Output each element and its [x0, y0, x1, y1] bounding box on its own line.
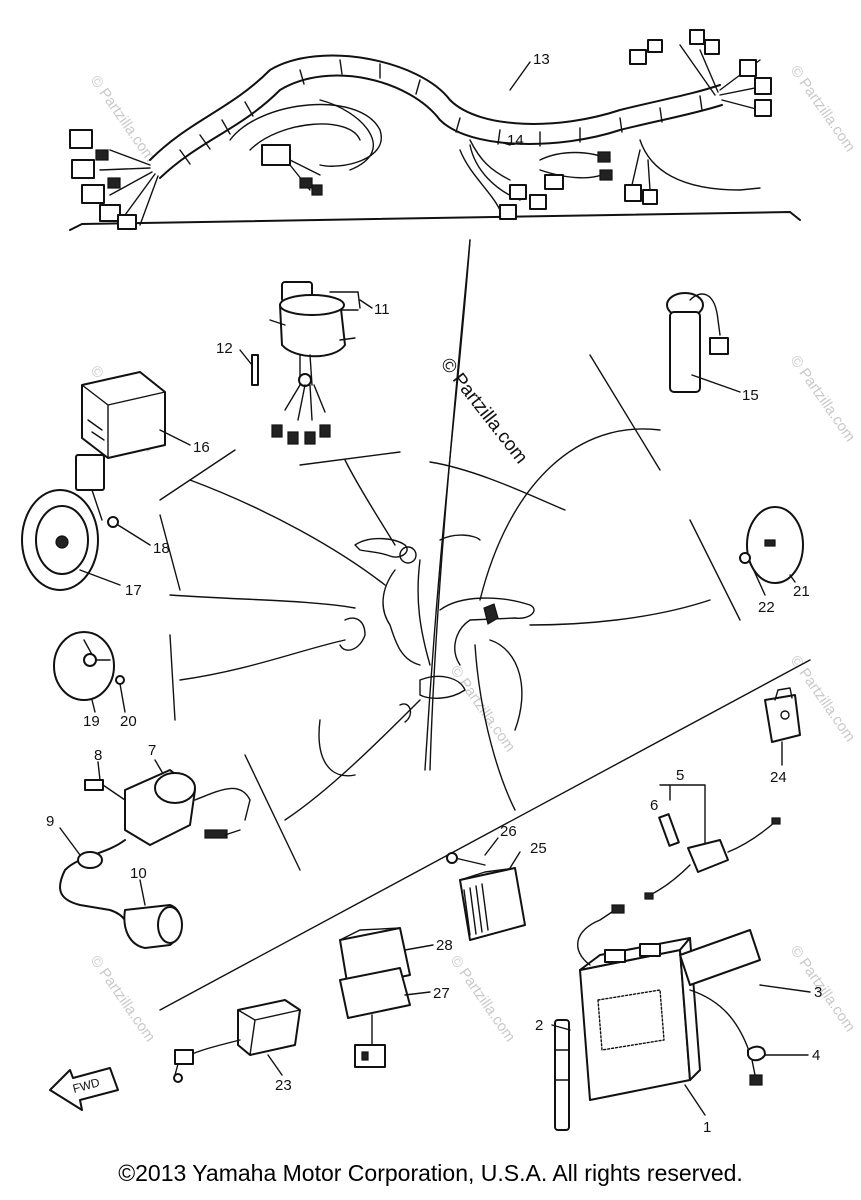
callout-17: 17 [125, 582, 142, 599]
callout-27: 27 [433, 985, 450, 1002]
callout-20: 20 [120, 713, 137, 730]
callout-23: 23 [275, 1077, 292, 1094]
callout-24: 24 [770, 769, 787, 786]
callout-9: 9 [46, 813, 54, 830]
fwd-arrow: FWD [49, 1067, 119, 1111]
callout-18: 18 [153, 540, 170, 557]
copyright-footer: ©2013 Yamaha Motor Corporation, U.S.A. A… [118, 1160, 743, 1186]
callout-1: 1 [703, 1119, 711, 1136]
ignition-coil [59, 759, 251, 949]
watermark-faint: © Partzilla.com [447, 953, 519, 1046]
wire-harness [69, 29, 801, 231]
callout-11: 11 [374, 301, 390, 318]
cdi-unit [173, 999, 301, 1083]
callout-5: 5 [676, 767, 684, 784]
callout-6: 6 [650, 797, 658, 814]
rectifier [339, 927, 434, 1068]
sender-cover [739, 506, 804, 596]
neutral-switch [53, 631, 126, 713]
callout-10: 10 [130, 865, 147, 882]
callout-7: 7 [148, 742, 156, 759]
motorcycle-outline [318, 239, 535, 777]
callout-8: 8 [94, 747, 102, 764]
callout-15: 15 [742, 387, 759, 404]
flasher-relay [81, 371, 191, 459]
horn [21, 454, 151, 591]
leader-lines [159, 239, 811, 1011]
watermark-faint: © Partzilla.com [87, 953, 159, 1046]
regulator [446, 837, 526, 941]
fwd-label: FWD [71, 1075, 101, 1096]
callout-25: 25 [530, 840, 547, 857]
callout-12: 12 [216, 340, 233, 357]
callout-21: 21 [793, 583, 810, 600]
main-switch [239, 281, 373, 445]
callout-16: 16 [193, 439, 210, 456]
callout-22: 22 [758, 599, 775, 616]
callout-14: 14 [507, 132, 524, 149]
fuse-holder [644, 784, 781, 900]
callout-19: 19 [83, 713, 100, 730]
battery [551, 904, 811, 1131]
watermark-faint: © Partzilla.com [787, 943, 859, 1036]
fuel-sender [666, 292, 741, 393]
callout-4: 4 [812, 1047, 820, 1064]
callout-3: 3 [814, 984, 822, 1001]
relay-bracket [764, 687, 801, 766]
watermark-faint: © Partzilla.com [787, 63, 859, 156]
callout-2: 2 [535, 1017, 543, 1034]
callout-26: 26 [500, 823, 517, 840]
callout-13: 13 [533, 51, 550, 68]
watermark-faint: © Partzilla.com [787, 353, 859, 446]
callout-28: 28 [436, 937, 453, 954]
